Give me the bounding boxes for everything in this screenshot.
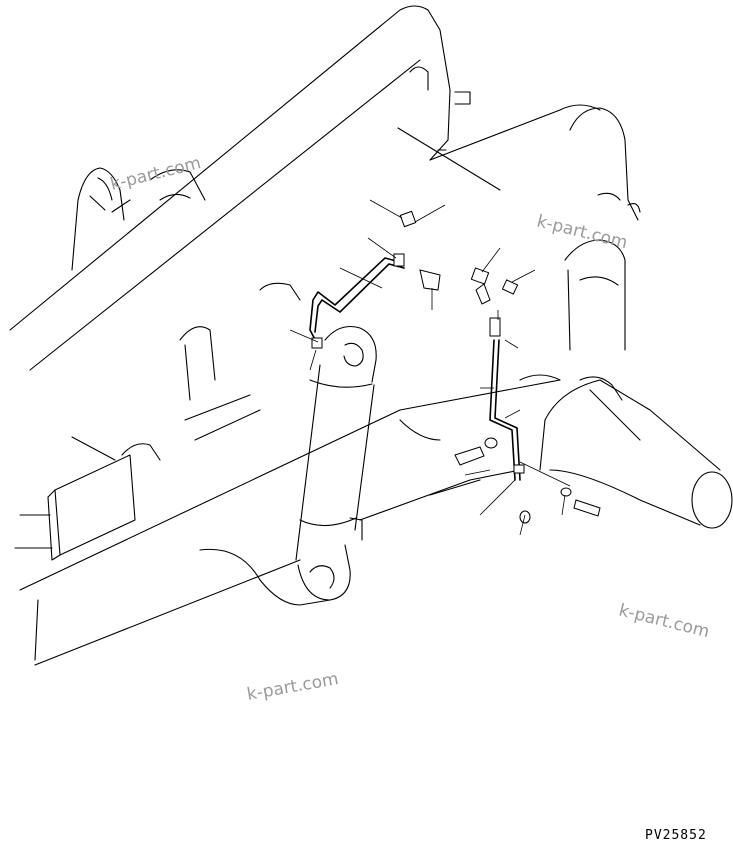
right-tower — [564, 107, 641, 351]
watermark-1: k-part.com — [108, 153, 203, 195]
leader-lines — [289, 199, 571, 536]
grease-tubing — [309, 257, 521, 481]
left-plate — [14, 436, 161, 561]
lower-frame — [19, 282, 561, 666]
watermark-4: k-part.com — [245, 669, 340, 705]
left-bracket — [71, 167, 206, 271]
fittings — [311, 210, 601, 524]
drawing-code-label: PV25852 — [645, 828, 707, 843]
watermark-3: k-part.com — [617, 600, 712, 642]
hydraulic-cylinder — [295, 325, 377, 601]
frame-beam — [9, 5, 601, 371]
axle-housing — [519, 374, 733, 529]
watermark-2: k-part.com — [535, 211, 630, 253]
